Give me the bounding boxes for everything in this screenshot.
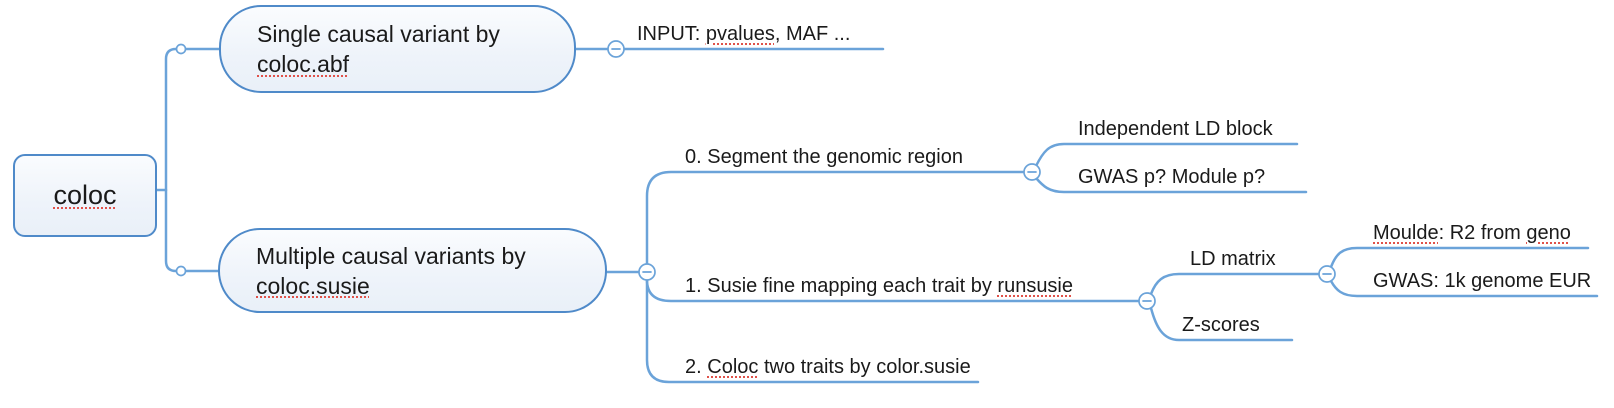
- gwas-eur-line: [1329, 279, 1599, 298]
- node-step1-susie-fine-mapping[interactable]: 1. Susie fine mapping each trait by runs…: [685, 275, 1074, 297]
- collapse-button-step0-children[interactable]: [1023, 163, 1041, 181]
- moulde-line: [1329, 246, 1590, 269]
- node-independent-ld-block[interactable]: Independent LD block: [1078, 118, 1273, 140]
- node-step2-coloc-two-traits[interactable]: 2. Coloc two traits by color.susie: [685, 356, 971, 378]
- collapse-button-abf-input[interactable]: [607, 40, 625, 58]
- root-node-coloc[interactable]: coloc: [13, 154, 157, 237]
- node-step0-segment-region[interactable]: 0. Segment the genomic region: [685, 146, 963, 168]
- step0-line: [645, 170, 1025, 266]
- node-input-pvalues-maf[interactable]: INPUT: pvalues, MAF ...: [637, 23, 851, 45]
- node-z-scores[interactable]: Z-scores: [1182, 314, 1260, 336]
- branch-node-coloc-susie[interactable]: Multiple causal variants by coloc.susie: [218, 228, 607, 313]
- branch-label-line2: coloc.susie: [256, 272, 370, 299]
- z-scores-line: [1149, 306, 1294, 342]
- ld-matrix-line: [1149, 272, 1321, 296]
- node-gwas-p-module-p[interactable]: GWAS p? Module p?: [1078, 166, 1266, 188]
- branch-label-line1: Single causal variant by: [257, 21, 500, 47]
- gwas-p-line: [1034, 176, 1308, 194]
- branch-label-line2: coloc.abf: [257, 51, 350, 77]
- node-ld-matrix[interactable]: LD matrix: [1190, 248, 1276, 270]
- collapse-button-ldmatrix-children[interactable]: [1318, 265, 1336, 283]
- node-moulde-r2-from-geno[interactable]: Moulde: R2 from geno: [1373, 222, 1571, 244]
- branch-node-coloc-abf[interactable]: Single causal variant by coloc.abf: [219, 5, 576, 93]
- node-gwas-1k-genome-eur[interactable]: GWAS: 1k genome EUR: [1373, 270, 1592, 292]
- branch-handle-abf[interactable]: [175, 43, 187, 55]
- collapse-button-step1-children[interactable]: [1138, 292, 1156, 310]
- root-node-label: coloc: [53, 180, 117, 210]
- collapse-button-susie-children[interactable]: [638, 263, 656, 281]
- branch-handle-susie[interactable]: [175, 265, 187, 277]
- branch-label-line1: Multiple causal variants by: [256, 242, 526, 269]
- step2-line: [645, 278, 980, 384]
- root-trunk-line: [164, 47, 178, 273]
- ld-block-line: [1034, 142, 1299, 168]
